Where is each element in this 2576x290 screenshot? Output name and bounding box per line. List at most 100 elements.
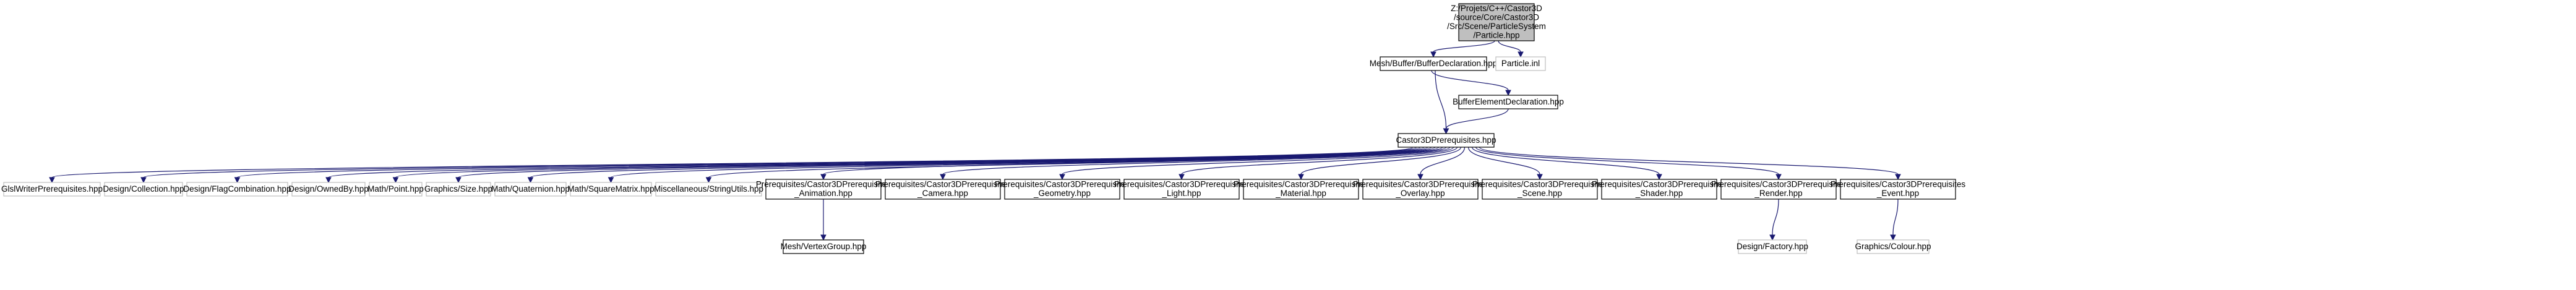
node-label: Prerequisites/Castor3DPrerequisites: [1472, 180, 1608, 189]
node-squarematrix[interactable]: Math/SquareMatrix.hpp: [567, 182, 655, 197]
node-label: Mesh/VertexGroup.hpp: [781, 242, 867, 251]
edge-castor_prereq-to-pre_ovl: [1420, 147, 1466, 175]
node-label: _Render.hpp: [1754, 189, 1802, 198]
node-point[interactable]: Math/Point.hpp: [367, 182, 424, 197]
node-label: Castor3DPrerequisites.hpp: [1396, 135, 1496, 145]
node-label: Design/OwnedBy.hpp: [288, 184, 369, 194]
node-label: _Light.hpp: [1161, 189, 1201, 198]
node-castor_prereq[interactable]: Castor3DPrerequisites.hpp: [1396, 133, 1496, 148]
node-label: Miscellaneous/StringUtils.hpp: [654, 184, 763, 194]
edge-arrowhead: [392, 177, 399, 184]
node-pre_render[interactable]: Prerequisites/Castor3DPrerequisites_Rend…: [1711, 179, 1847, 200]
edge-castor_prereq-to-pre_cam: [942, 147, 1451, 175]
edge-castor_prereq-to-point: [395, 147, 1428, 178]
node-size[interactable]: Graphics/Size.hpp: [424, 182, 492, 197]
edge-arrowhead: [1518, 51, 1524, 58]
node-box: [1738, 239, 1807, 254]
edge-castor_prereq-to-pre_scene: [1467, 147, 1540, 175]
node-label: Prerequisites/Castor3DPrerequisites: [995, 180, 1130, 189]
node-buffer_decl[interactable]: Mesh/Buffer/BufferDeclaration.hpp: [1370, 56, 1498, 71]
node-pre_geo[interactable]: Prerequisites/Castor3DPrerequisites_Geom…: [995, 179, 1130, 200]
node-pre_ovl[interactable]: Prerequisites/Castor3DPrerequisites_Over…: [1353, 179, 1488, 200]
node-box: [3, 182, 101, 197]
edge-arrowhead: [1769, 234, 1775, 241]
node-box: [369, 182, 423, 197]
edge-arrowhead: [1505, 90, 1511, 96]
node-pre_scene[interactable]: Prerequisites/Castor3DPrerequisites_Scen…: [1472, 179, 1608, 200]
node-particle[interactable]: Z:/Projets/C++/Castor3D/source/Core/Cast…: [1447, 3, 1546, 41]
edge-arrowhead: [455, 177, 462, 184]
node-label: _Camera.hpp: [917, 189, 968, 198]
node-label: Prerequisites/Castor3DPrerequisites: [875, 180, 1011, 189]
edge-arrowhead: [1298, 174, 1304, 181]
node-glsl[interactable]: GlslWriterPrerequisites.hpp: [1, 182, 103, 197]
node-box: [104, 182, 183, 197]
edge-arrowhead: [527, 177, 534, 184]
node-box: [291, 182, 366, 197]
edge-particle-to-buffer_decl: [1433, 40, 1495, 53]
node-pre_anim[interactable]: Prerequisites/Castor3DPrerequisites_Anim…: [756, 179, 891, 200]
node-label: Design/Factory.hpp: [1737, 242, 1808, 251]
edge-arrowhead: [1890, 234, 1896, 241]
node-box: [1458, 3, 1535, 41]
edge-arrowhead: [705, 177, 712, 184]
node-label: Prerequisites/Castor3DPrerequisites: [1711, 180, 1847, 189]
node-label: Graphics/Size.hpp: [424, 184, 492, 194]
node-box: [1495, 56, 1546, 71]
node-pre_light[interactable]: Prerequisites/Castor3DPrerequisites_Ligh…: [1114, 179, 1250, 200]
node-label: Prerequisites/Castor3DPrerequisites: [1831, 180, 1966, 189]
node-box: [1380, 56, 1487, 71]
node-collection[interactable]: Design/Collection.hpp: [103, 182, 184, 197]
node-label: Mesh/Buffer/BufferDeclaration.hpp: [1370, 59, 1498, 68]
edge-arrowhead: [1656, 174, 1662, 181]
node-label: BufferElementDeclaration.hpp: [1453, 97, 1564, 106]
node-label: Prerequisites/Castor3DPrerequisites: [756, 180, 891, 189]
node-particle_inl[interactable]: Particle.inl: [1495, 56, 1546, 71]
edge-arrowhead: [1775, 174, 1782, 181]
node-label: _Shader.hpp: [1635, 189, 1683, 198]
node-label: GlslWriterPrerequisites.hpp: [1, 184, 103, 194]
node-label: Z:/Projets/C++/Castor3D: [1451, 4, 1542, 13]
node-label: Math/SquareMatrix.hpp: [567, 184, 654, 194]
edge-arrowhead: [234, 177, 241, 184]
node-box: [1243, 179, 1359, 200]
node-box: [1840, 179, 1956, 200]
node-box: [186, 182, 288, 197]
node-stringutils[interactable]: Miscellaneous/StringUtils.hpp: [654, 182, 763, 197]
node-factory[interactable]: Design/Factory.hpp: [1737, 239, 1808, 254]
node-label: Math/Quaternion.hpp: [491, 184, 570, 194]
edge-pre_render-to-factory: [1772, 198, 1779, 236]
node-pre_shader[interactable]: Prerequisites/Castor3DPrerequisites_Shad…: [1592, 179, 1727, 200]
node-box: [1004, 179, 1120, 200]
edges-layer: [49, 40, 1901, 241]
node-box: [494, 182, 567, 197]
edge-castor_prereq-to-ownedby: [328, 147, 1425, 178]
node-ownedby[interactable]: Design/OwnedBy.hpp: [288, 182, 369, 197]
node-pre_mat[interactable]: Prerequisites/Castor3DPrerequisites_Mate…: [1234, 179, 1369, 200]
edge-castor_prereq-to-pre_mat: [1300, 147, 1462, 175]
node-pre_event[interactable]: Prerequisites/Castor3DPrerequisites_Even…: [1831, 179, 1966, 200]
node-label: Design/Collection.hpp: [103, 184, 184, 194]
node-box: [1458, 95, 1558, 109]
edge-arrowhead: [608, 177, 614, 184]
node-label: /source/Core/Castor3D: [1454, 13, 1539, 22]
edge-arrowhead: [1443, 128, 1449, 135]
edge-arrowhead: [325, 177, 332, 184]
node-label: Prerequisites/Castor3DPrerequisites: [1234, 180, 1369, 189]
edge-arrowhead: [820, 234, 826, 241]
node-label: /Particle.hpp: [1473, 31, 1519, 40]
node-colour[interactable]: Graphics/Colour.hpp: [1855, 239, 1931, 254]
node-flagcomb[interactable]: Design/FlagCombination.hpp: [183, 182, 291, 197]
node-box: [1720, 179, 1837, 200]
node-box: [1362, 179, 1479, 200]
node-buffer_elem[interactable]: BufferElementDeclaration.hpp: [1453, 95, 1564, 109]
node-label: _Material.hpp: [1275, 189, 1326, 198]
node-box: [1482, 179, 1598, 200]
node-quaternion[interactable]: Math/Quaternion.hpp: [491, 182, 570, 197]
node-pre_cam[interactable]: Prerequisites/Castor3DPrerequisites_Came…: [875, 179, 1011, 200]
node-vertexgroup[interactable]: Mesh/VertexGroup.hpp: [781, 239, 867, 254]
edge-arrowhead: [49, 177, 55, 184]
node-box: [1123, 179, 1240, 200]
